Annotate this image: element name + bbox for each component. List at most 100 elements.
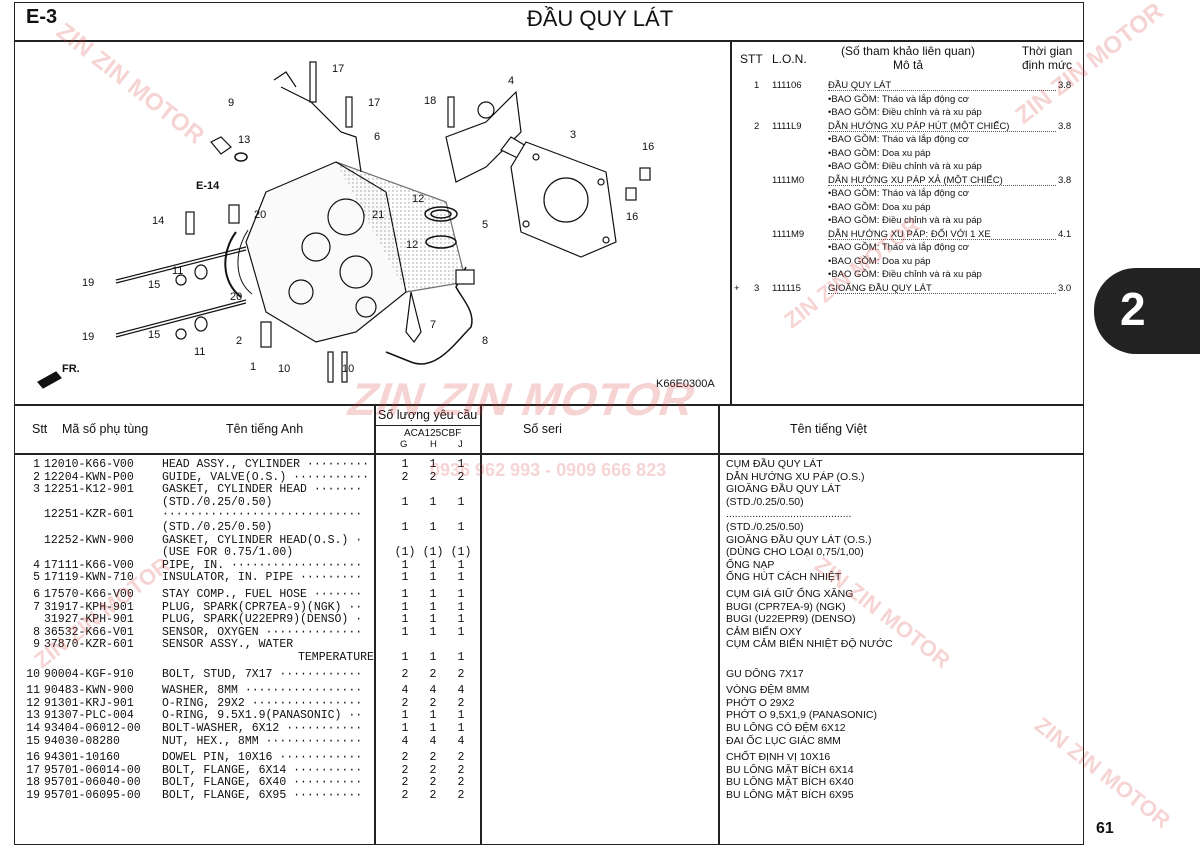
- callout-11a: 11: [172, 265, 183, 277]
- row-qty-h: 2: [429, 696, 437, 710]
- row-name-vi: BUGI (U22EPR9) (DENSO): [726, 613, 856, 626]
- ref-header-time-top: Thời gian: [1021, 44, 1073, 58]
- row-name-vi: ỐNG NẠP: [726, 558, 775, 571]
- row-qty-h: 1: [429, 651, 437, 664]
- row-name-en: GASKET, CYLINDER HEAD(O.S.) ·: [162, 533, 363, 547]
- ref-desc: ĐẦU QUY LÁT: [828, 79, 1056, 91]
- ref-row: •BAO GỒM: Tháo và lắp động cơ: [732, 133, 1080, 146]
- callout-7: 7: [430, 319, 436, 331]
- row-name-vi: (DÙNG CHO LOẠI 0,75/1,00): [726, 546, 864, 559]
- row-qty-h: 2: [429, 470, 437, 484]
- ref-stt: 1: [754, 80, 760, 91]
- row-name-vi: GIOĂNG ĐẦU QUY LÁT (O.S.): [726, 533, 872, 546]
- row-qty-h: 1: [429, 495, 437, 509]
- labor-reference-panel: STT L.O.N. (Số tham khảo liên quan) Mô t…: [732, 42, 1082, 402]
- callout-8: 8: [482, 335, 488, 347]
- row-stt: 9: [33, 638, 40, 652]
- row-name-vi: ĐAI ỐC LỤC GIÁC 8MM: [726, 734, 841, 747]
- ref-header-desc-top: (Số tham khảo liên quan): [840, 44, 976, 58]
- ref-header-lon: L.O.N.: [772, 52, 807, 66]
- row-stt: 12: [26, 696, 40, 710]
- col-name-vi: Tên tiếng Việt: [790, 422, 867, 436]
- row-qty-g: 2: [401, 776, 409, 790]
- row-qty-j: 4: [457, 684, 465, 698]
- row-part-no: 90004-KGF-910: [44, 667, 134, 681]
- serial-right-divider: [718, 404, 720, 845]
- row-name-vi: BU LÔNG MẶT BÍCH 6X40: [726, 776, 854, 789]
- ref-desc: •BAO GỒM: Doa xu páp: [828, 147, 931, 159]
- callout-19a: 19: [82, 277, 94, 289]
- row-name-vi: DẪN HƯỚNG XU PÁP (O.S.): [726, 470, 865, 483]
- row-qty-g: 1: [401, 709, 409, 723]
- section-tab: 2: [1094, 268, 1200, 354]
- row-qty-h: 1: [429, 521, 437, 534]
- row-stt: 6: [33, 588, 40, 601]
- row-part-no: 94030-08280: [44, 734, 120, 748]
- row-qty-h: (1): [422, 546, 444, 560]
- row-qty-g: 2: [401, 667, 409, 681]
- callout-2: 2: [236, 335, 242, 347]
- row-name-vi: BU LÔNG MẶT BÍCH 6X14: [726, 763, 854, 776]
- ref-row: •BAO GỒM: Tháo và lắp động cơ: [732, 187, 1080, 200]
- row-part-no: 17570-K66-V00: [44, 588, 134, 601]
- row-name-en: BOLT, FLANGE, 6X40 ··········: [162, 776, 363, 790]
- section-ref-e14: E-14: [196, 180, 220, 192]
- ref-lon: 111115: [772, 282, 801, 294]
- row-name-vi: (STD./0.25/0.50): [726, 495, 804, 508]
- row-name-en: SENSOR ASSY., WATER: [162, 638, 294, 652]
- ref-desc: •BAO GỒM: Điều chỉnh và rà xu páp: [828, 215, 982, 226]
- row-part-no: 31917-KPH-901: [44, 600, 134, 614]
- row-name-en: SENSOR, OXYGEN ··············: [162, 625, 363, 639]
- row-qty-h: 1: [429, 558, 437, 572]
- row-name-en: HEAD ASSY., CYLINDER ·········: [162, 458, 370, 471]
- row-qty-g: 2: [401, 789, 409, 802]
- ref-header-desc: Mô tả: [892, 58, 923, 72]
- row-qty-j: 1: [457, 588, 465, 601]
- row-qty-j: 1: [457, 709, 465, 723]
- row-name-vi: BU LÔNG MẶT BÍCH 6X95: [726, 789, 854, 801]
- row-stt: 7: [33, 600, 40, 614]
- row-name-en: PLUG, SPARK(U22EPR9)(DENSO) ·: [162, 613, 363, 627]
- callout-9: 9: [228, 97, 234, 109]
- row-name-vi: BU LÔNG CÓ ĐỆM 6X12: [726, 722, 846, 734]
- qty-right-divider: [480, 404, 482, 845]
- callout-17a: 17: [332, 63, 344, 75]
- table-row: (USE FOR 0.75/1.00)(1)(1)(1)(DÙNG CHO LO…: [18, 546, 1078, 559]
- row-stt: 10: [26, 667, 40, 681]
- callout-15a: 15: [148, 279, 160, 291]
- row-qty-g: 1: [401, 495, 409, 509]
- callout-16a: 16: [642, 141, 654, 153]
- row-qty-h: 1: [429, 588, 437, 601]
- ref-desc: •BAO GỒM: Điều chỉnh và rà xu páp: [828, 269, 982, 280]
- ref-time: 3.8: [1058, 80, 1072, 91]
- row-stt: 1: [33, 458, 40, 471]
- row-name-vi: GU DÔNG 7X17: [726, 667, 804, 680]
- row-name-vi: VÒNG ĐỆM 8MM: [726, 684, 810, 697]
- row-name-vi: PHỚT O 9,5X1,9 (PANASONIC): [726, 709, 877, 722]
- row-stt: 16: [26, 751, 40, 765]
- page-number: 61: [1096, 820, 1114, 837]
- row-name-en: DOWEL PIN, 10X16 ············: [162, 751, 363, 765]
- row-name-en: NUT, HEX., 8MM ··············: [162, 734, 363, 748]
- ref-time: 3.0: [1058, 282, 1072, 294]
- row-qty-h: 1: [429, 722, 437, 735]
- ref-lon: 1111M0: [772, 174, 805, 186]
- ref-desc: •BAO GỒM: Doa xu páp: [828, 255, 931, 267]
- row-qty-g: 2: [401, 696, 409, 710]
- row-qty-g: 1: [401, 558, 409, 572]
- row-qty-h: 1: [429, 458, 437, 471]
- callout-20b: 20: [230, 291, 242, 303]
- row-stt: 14: [26, 722, 40, 735]
- row-qty-j: 1: [457, 521, 465, 534]
- ref-row: •BAO GỒM: Doa xu páp: [732, 255, 1080, 268]
